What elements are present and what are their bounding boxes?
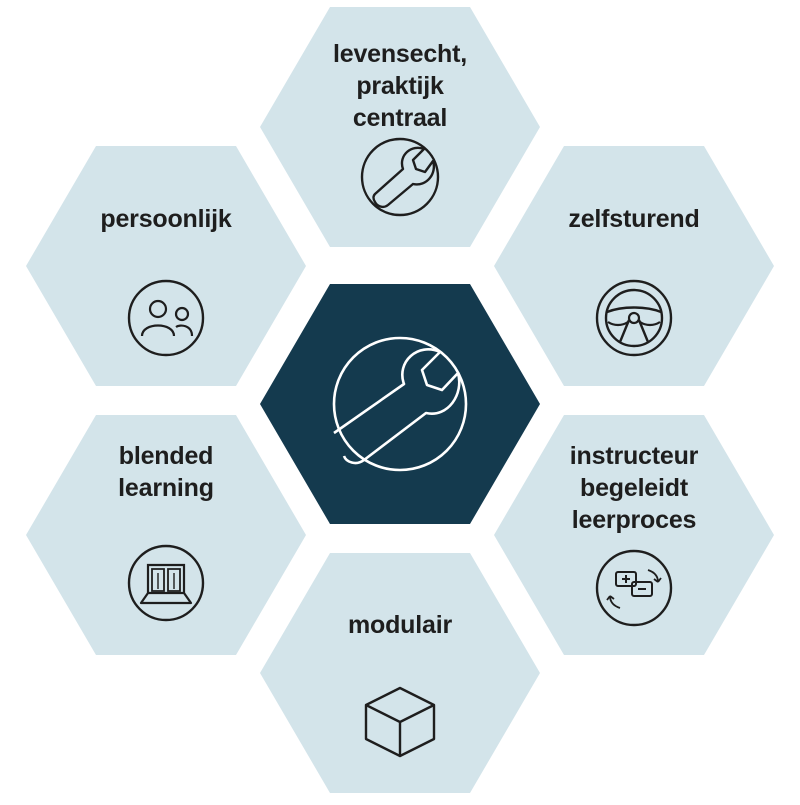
hexagon-bottom	[260, 553, 540, 793]
hexagon-upper-right	[494, 146, 774, 386]
hexagon-lower-right	[494, 415, 774, 655]
hexagon-top	[260, 7, 540, 247]
label-line: persoonlijk	[100, 205, 232, 233]
label-line: zelfsturend	[568, 205, 700, 233]
label-line: learning	[118, 474, 214, 502]
label-line: begeleidt	[580, 474, 688, 502]
hexagon-label-top: levensecht, praktijk centraal	[290, 38, 510, 134]
hexagon-label-bottom: modulair	[290, 609, 510, 641]
hexagon-center	[260, 284, 540, 524]
label-line: leerproces	[571, 506, 697, 534]
hexagon-lower-left	[26, 415, 306, 655]
hexagon-label-upper-right: zelfsturend	[524, 203, 744, 235]
hexagon-label-lower-right: instructeur begeleidt leerproces	[524, 440, 744, 536]
label-line: instructeur	[569, 442, 699, 470]
hexagon-upper-left	[26, 146, 306, 386]
hexagon-label-upper-left: persoonlijk	[56, 203, 276, 235]
label-line: blended	[118, 442, 214, 470]
label-line: modulair	[348, 611, 452, 639]
label-line: centraal	[352, 104, 448, 132]
label-line: praktijk	[356, 72, 444, 100]
label-line: levensecht,	[333, 40, 467, 68]
hexagon-label-lower-left: blended learning	[56, 440, 276, 504]
